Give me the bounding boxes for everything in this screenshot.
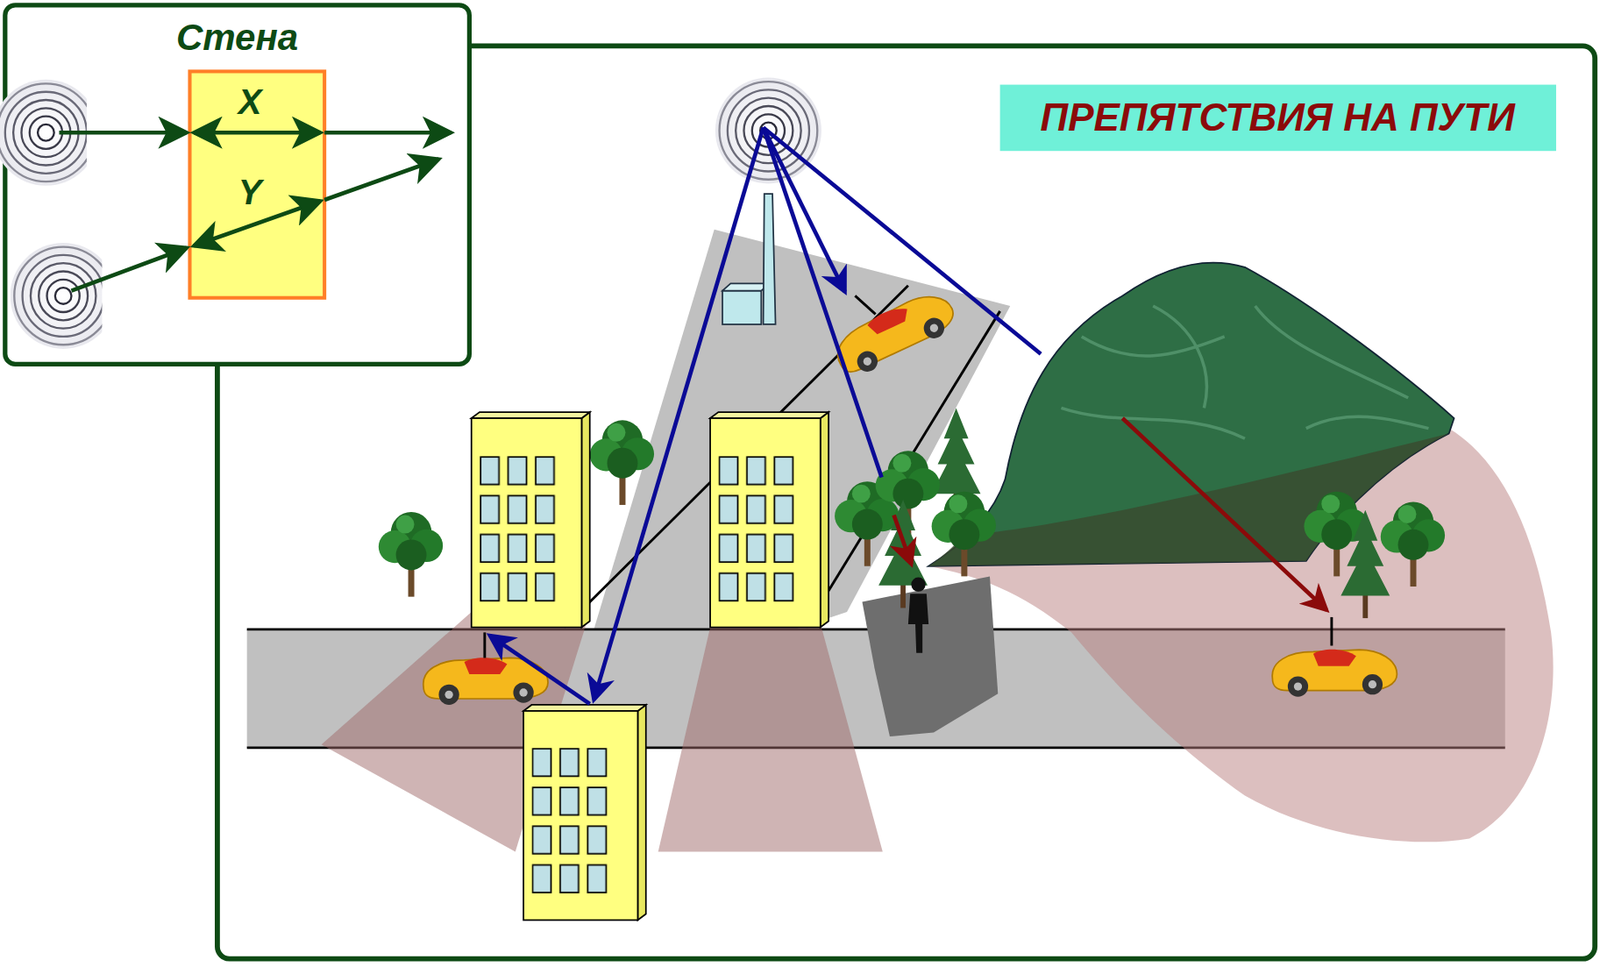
- dimension-label: Y: [238, 172, 263, 212]
- inset-panel: Стена: [5, 5, 470, 365]
- title-banner: ПРЕПЯТСТВИЯ НА ПУТИ: [1040, 96, 1515, 139]
- panel-heading: Стена: [176, 17, 299, 58]
- dimension-label: X: [238, 82, 263, 121]
